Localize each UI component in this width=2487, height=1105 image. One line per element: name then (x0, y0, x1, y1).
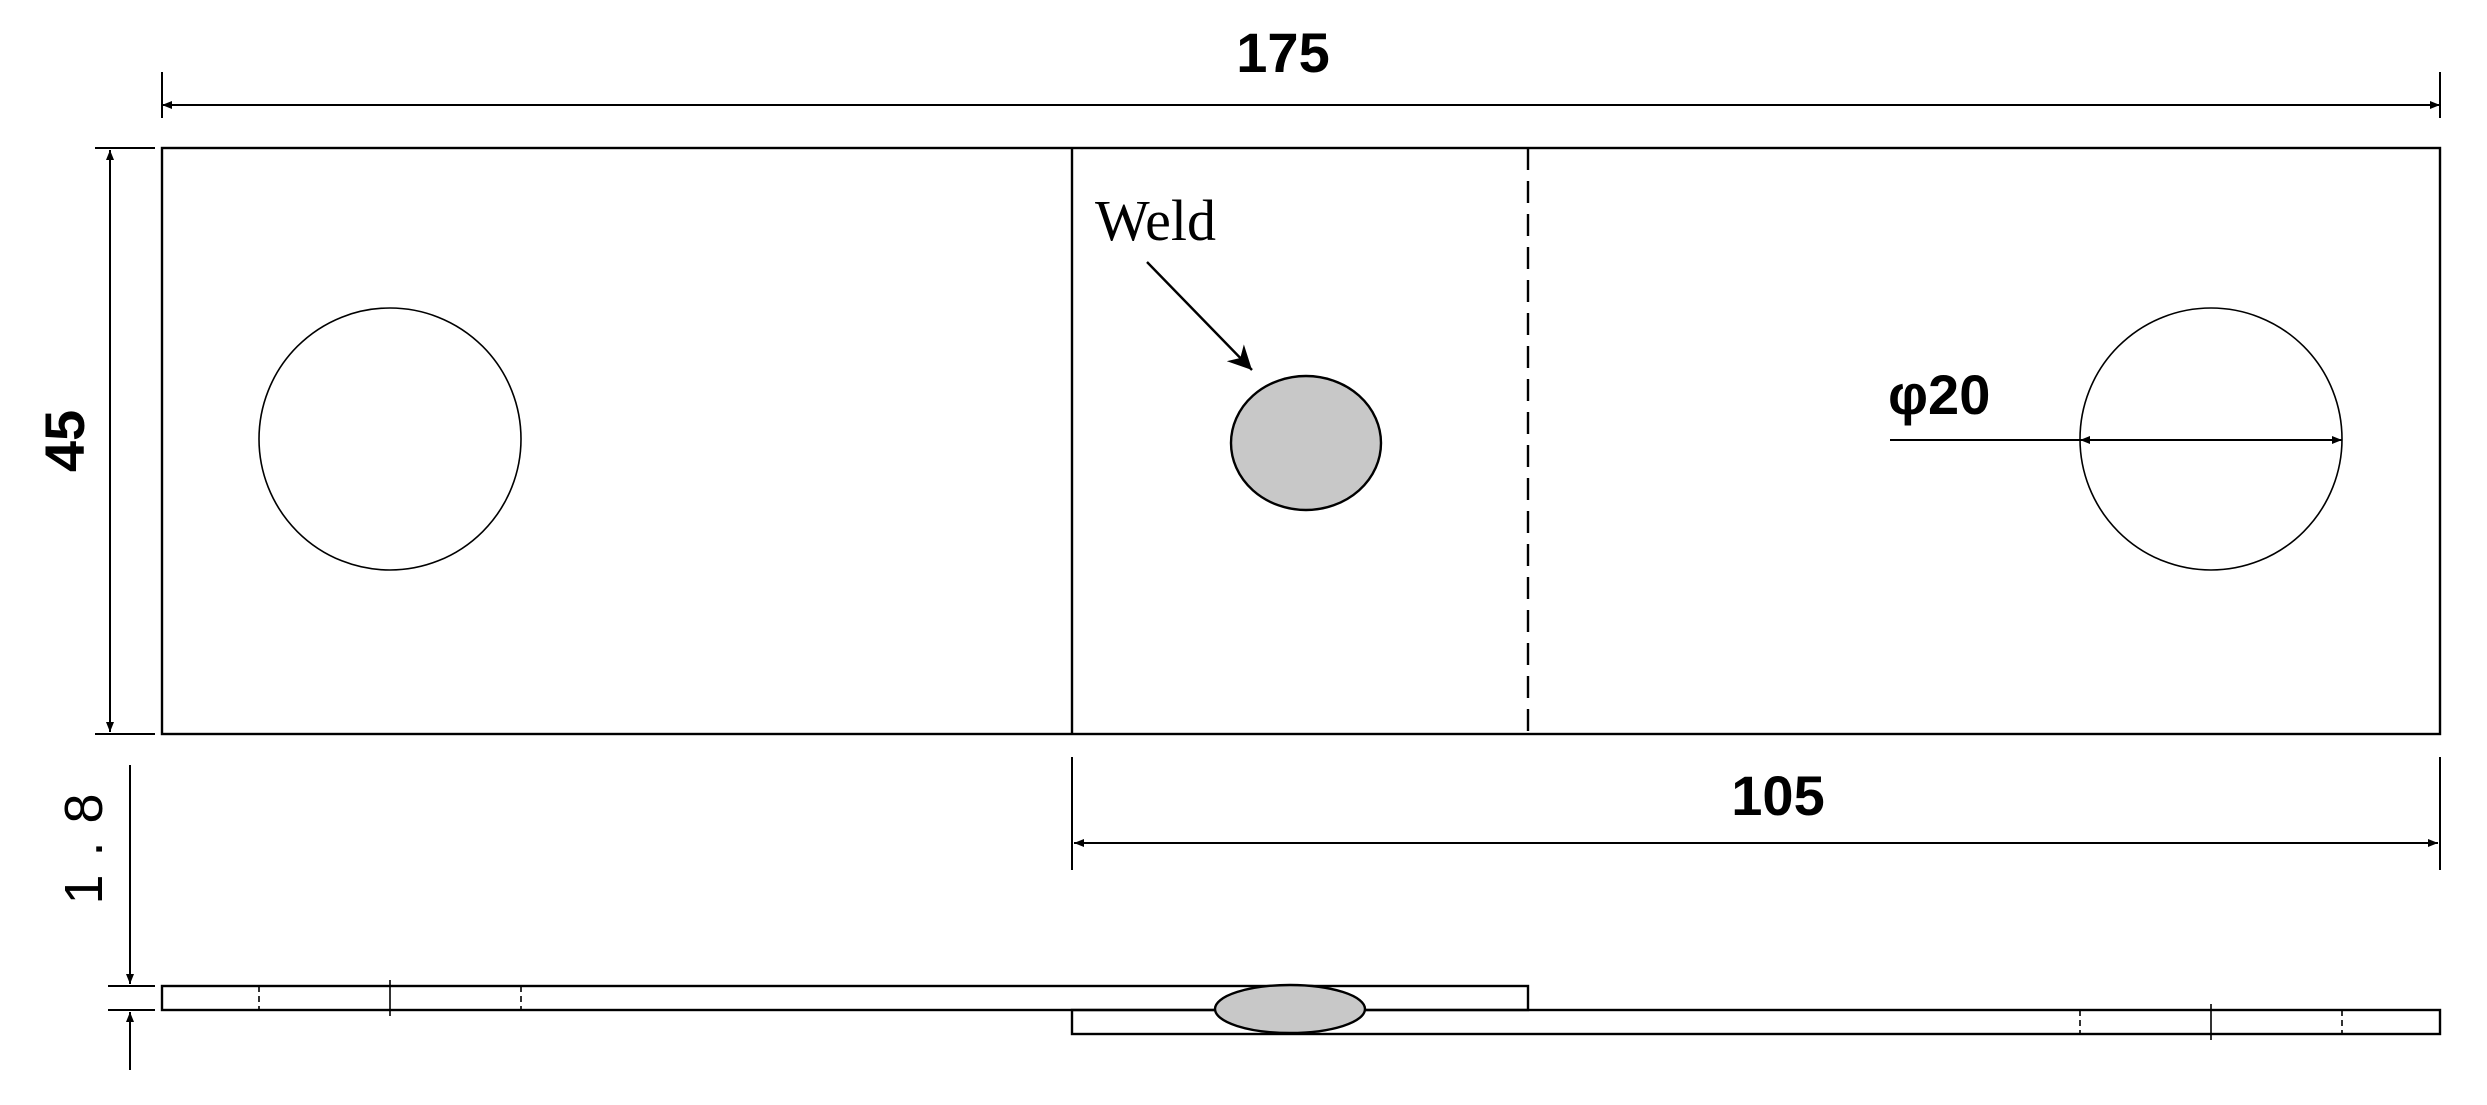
weld-nugget-section (1213, 983, 1367, 1035)
upper-sheet-section (160, 984, 1530, 1012)
thickness-dimension: 1.8 (54, 765, 155, 1070)
hole-diameter-dimension: φ20 (1888, 363, 2342, 444)
side-view (160, 980, 2442, 1040)
width-dimension: 45 (33, 147, 155, 735)
thickness-value: 1.8 (54, 775, 114, 904)
weld-label: Weld (1095, 188, 1216, 253)
lower-sheet-section (1070, 1008, 2442, 1036)
top-view (160, 146, 2442, 736)
hole-diameter-value: φ20 (1888, 363, 1990, 426)
overall-length-dimension: 175 (161, 21, 2441, 118)
overlap-length-value: 105 (1731, 764, 1824, 827)
overall-length-value: 175 (1236, 21, 1329, 84)
left-grip-hole (258, 307, 522, 571)
overlap-length-dimension: 105 (1071, 757, 2441, 870)
weld-pointer-arrow (1146, 261, 1253, 371)
width-value: 45 (33, 410, 96, 472)
weld-nugget (1229, 374, 1383, 512)
specimen-outline (160, 146, 2442, 736)
